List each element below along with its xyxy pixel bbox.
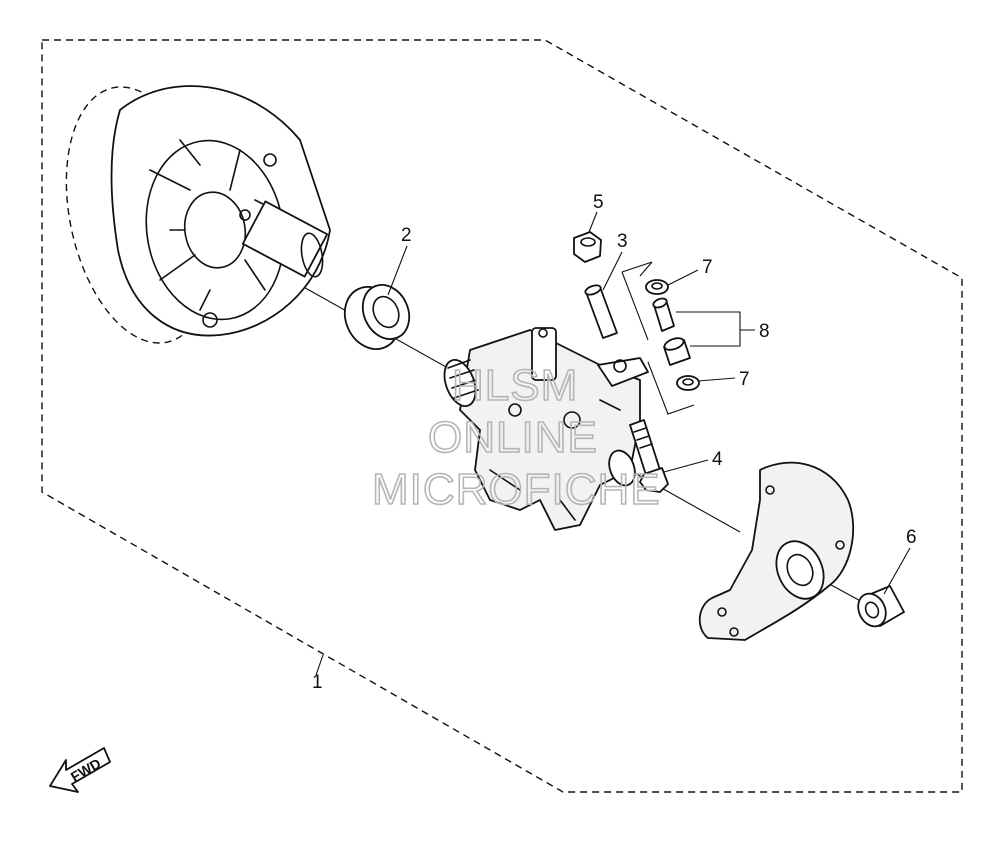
callout-4: 4 bbox=[712, 449, 723, 470]
callout-2: 2 bbox=[401, 225, 412, 246]
callout-8: 8 bbox=[759, 321, 770, 342]
collar-part-7-upper[interactable] bbox=[645, 279, 669, 295]
callout-6: 6 bbox=[906, 527, 917, 548]
carrier-body-part[interactable] bbox=[439, 327, 649, 531]
housing-part[interactable] bbox=[45, 73, 331, 356]
watermark-line2: ONLINE bbox=[428, 413, 598, 462]
pin-part-3[interactable] bbox=[584, 284, 618, 339]
callout-7-upper: 7 bbox=[702, 257, 713, 278]
watermark-line3: MICROFICHE bbox=[372, 465, 661, 514]
watermark-line1: HLSM bbox=[452, 361, 578, 410]
nut-part-5[interactable] bbox=[573, 231, 602, 263]
forward-arrow-icon: FWD bbox=[49, 747, 111, 793]
bushing-part-8-lower[interactable] bbox=[663, 336, 691, 366]
bushing-part-8-upper[interactable] bbox=[652, 297, 675, 332]
ring-part-2[interactable] bbox=[335, 277, 418, 358]
callout-1: 1 bbox=[312, 672, 323, 693]
callout-5: 5 bbox=[593, 192, 604, 213]
callout-3: 3 bbox=[617, 231, 628, 252]
cover-plate-part[interactable] bbox=[698, 461, 855, 641]
assembly-boundary bbox=[41, 39, 963, 793]
bolt-part-4[interactable] bbox=[629, 419, 669, 493]
watermark: HLSM ONLINE MICROFICHE bbox=[371, 360, 661, 515]
collar-set-bracket-lower bbox=[647, 361, 695, 415]
bearing-part-6[interactable] bbox=[853, 585, 905, 631]
callout-7-lower: 7 bbox=[739, 369, 750, 390]
leader-lines bbox=[315, 211, 911, 676]
collar-part-7-lower[interactable] bbox=[676, 375, 700, 391]
collar-set-bracket-upper bbox=[621, 261, 653, 341]
